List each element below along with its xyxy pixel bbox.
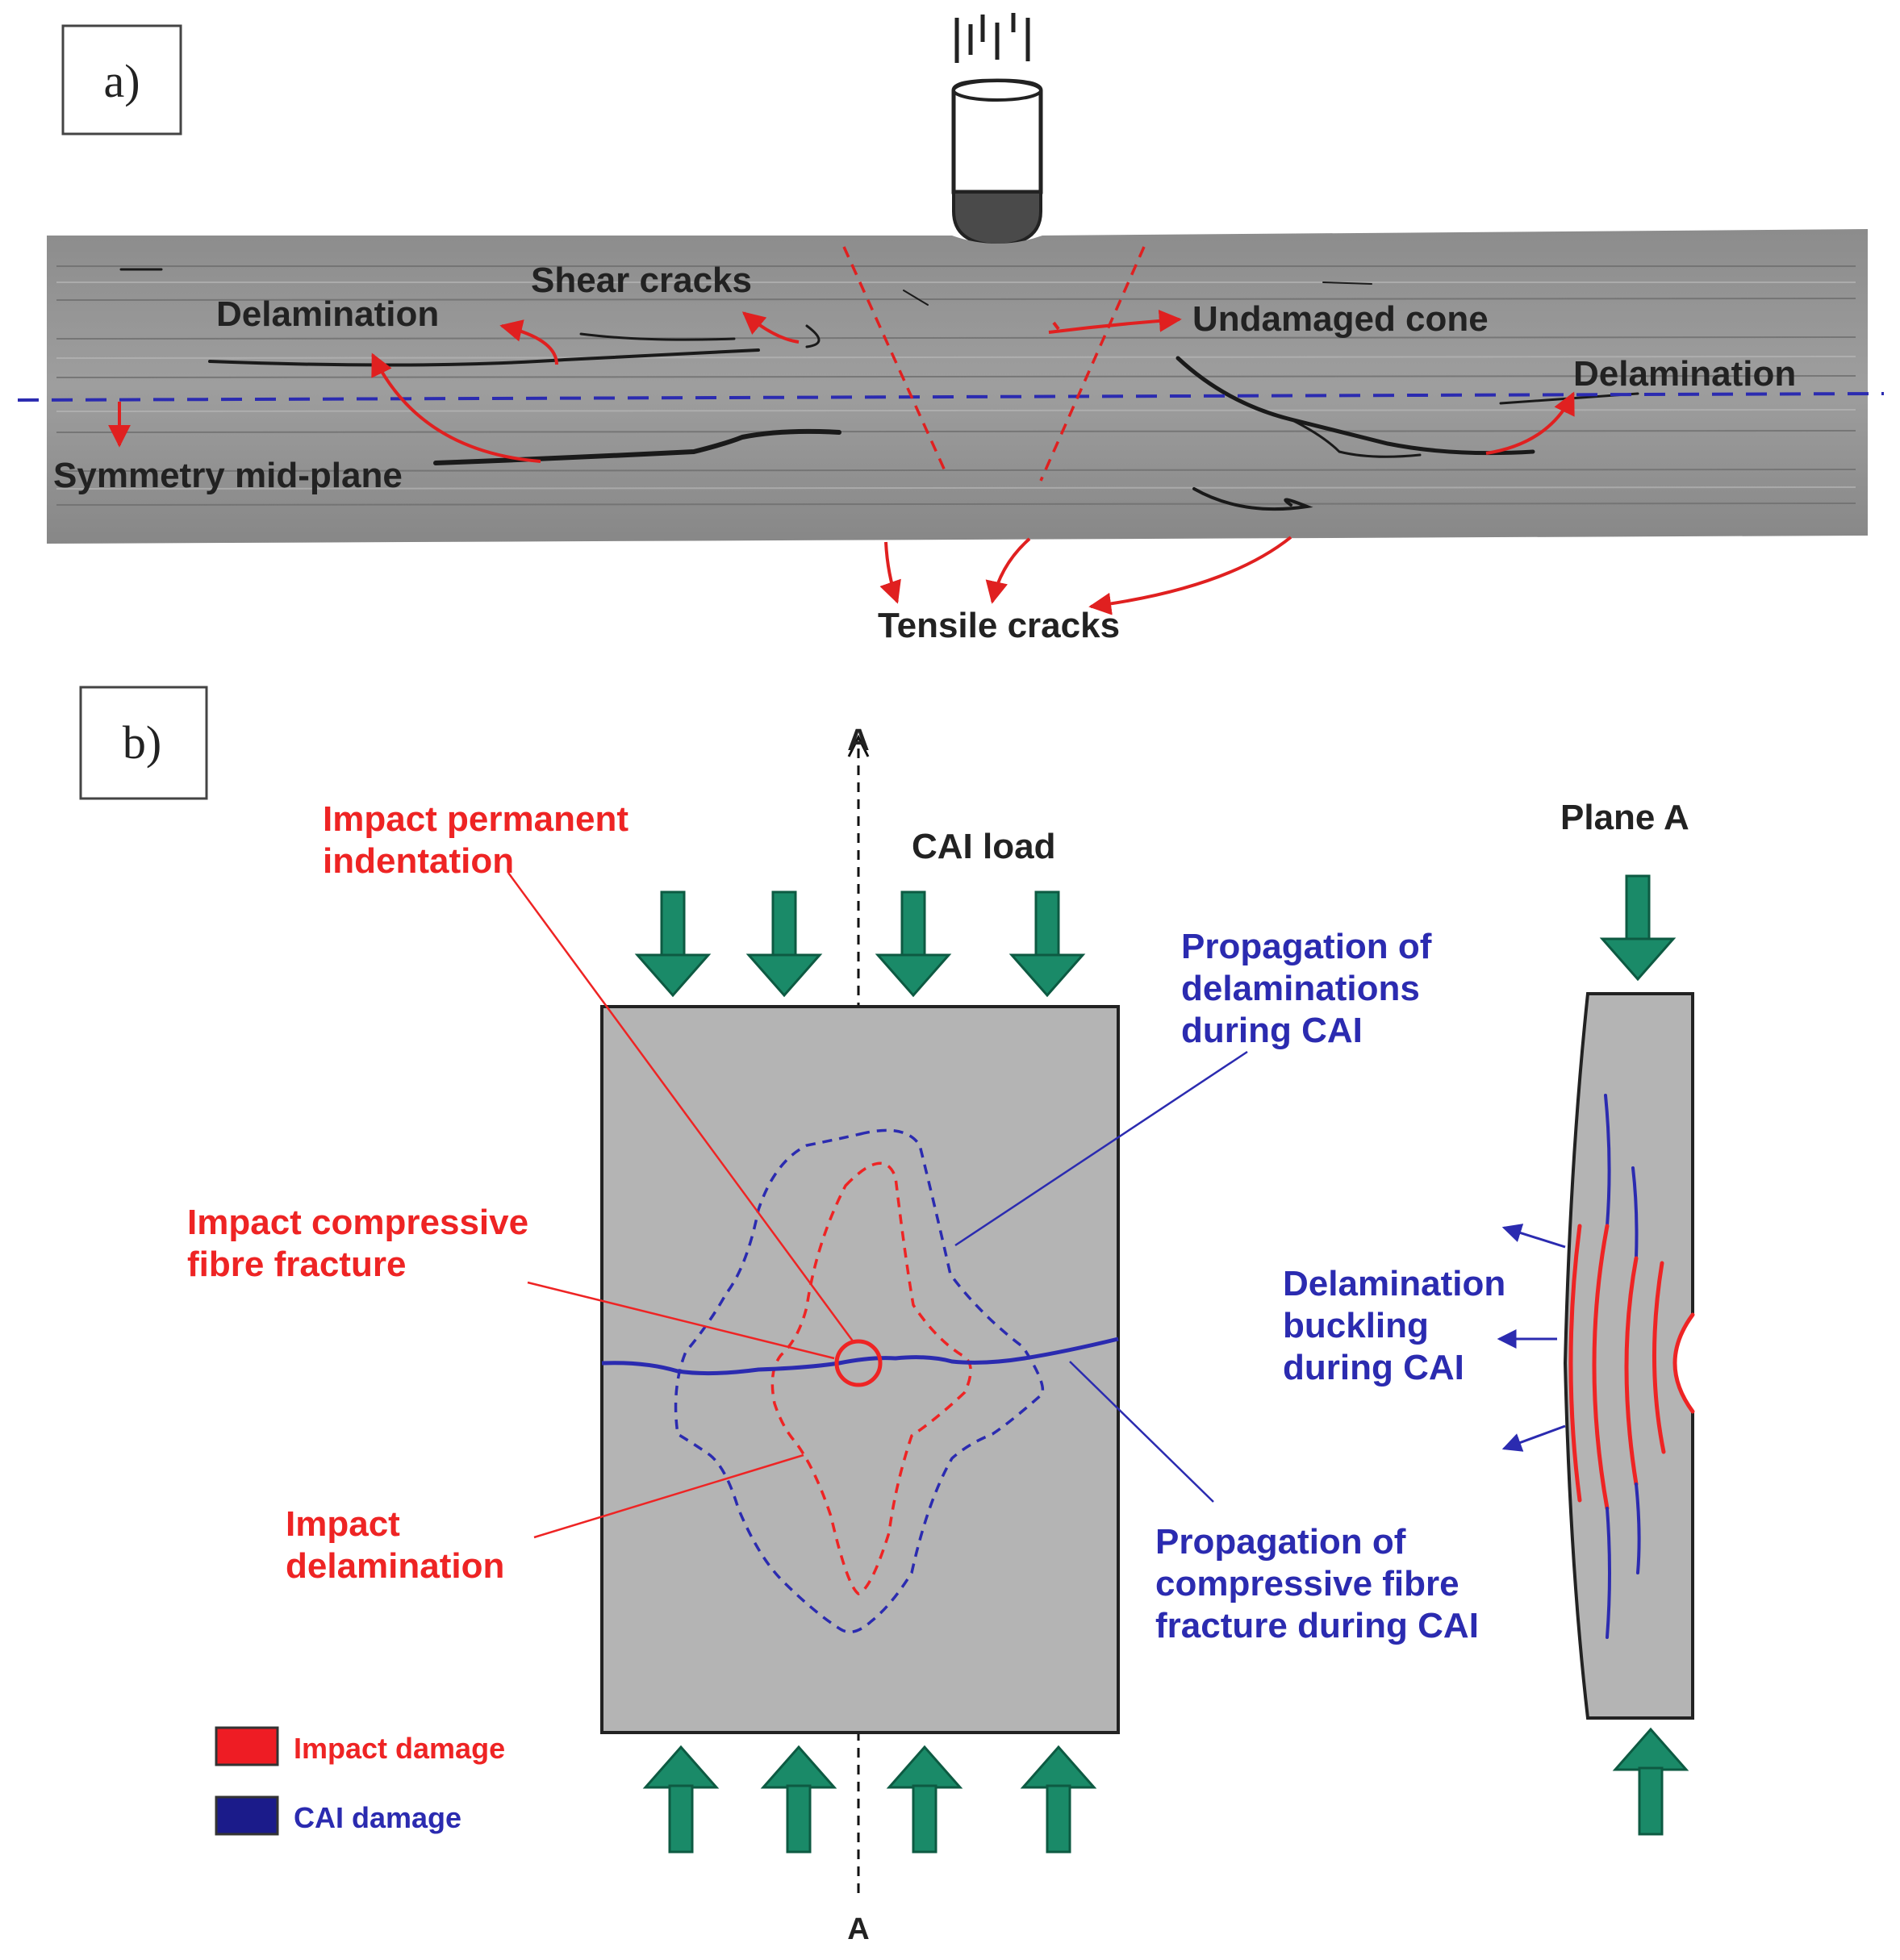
panel-a-arrows (108, 309, 1575, 615)
label-cai-load: CAI load (912, 827, 1055, 866)
label-propagation-delaminations-line2: delaminations (1181, 969, 1420, 1008)
label-tensile-cracks: Tensile cracks (878, 606, 1120, 645)
axis-label-top: A (847, 724, 869, 757)
plane-a-delaminations (1568, 1094, 1695, 1639)
micrograph (17, 229, 1885, 544)
plane-a-load-arrow-bottom (1614, 1728, 1688, 1836)
label-propagation-delaminations: Propagation of delaminations during CAI (1181, 927, 1432, 1050)
label-delamination-buckling: Delamination buckling during CAI (1283, 1264, 1505, 1387)
legend-label-cai: CAI damage (294, 1801, 461, 1834)
label-impact-compressive-fibre-fracture: Impact compressive fibre fracture (187, 1203, 528, 1284)
label-impact-compressive-fibre-fracture-line1: Impact compressive (187, 1203, 528, 1242)
label-delamination-buckling-line3: during CAI (1283, 1348, 1464, 1387)
plate (600, 1005, 1120, 1734)
plane-a-load-arrow-top (1601, 874, 1675, 981)
label-delamination-buckling-line2: buckling (1283, 1306, 1429, 1345)
label-impact-permanent-indentation-line2: indentation (323, 841, 514, 881)
leader-lines (507, 872, 1248, 1539)
label-propagation-fibre-fracture-line1: Propagation of (1155, 1522, 1406, 1562)
cai-fibre-fracture-line (601, 1337, 1119, 1376)
label-propagation-delaminations-line1: Propagation of (1181, 927, 1432, 966)
legend-label-impact: Impact damage (294, 1732, 505, 1765)
label-propagation-fibre-fracture: Propagation of compressive fibre fractur… (1155, 1522, 1479, 1645)
axis-label-bottom: A (847, 1912, 869, 1946)
impact-delamination-outline (770, 1161, 972, 1595)
cai-delamination-envelope (674, 1128, 1045, 1634)
cai-load-arrows-bottom (644, 1745, 1096, 1854)
label-impact-delamination: Impact delamination (286, 1504, 504, 1586)
label-symmetry-mid-plane: Symmetry mid-plane (53, 456, 403, 495)
panel-a-label-box (61, 24, 182, 136)
label-plane-a: Plane A (1560, 798, 1689, 837)
label-impact-compressive-fibre-fracture-line2: fibre fracture (187, 1245, 406, 1284)
label-impact-delamination-line1: Impact (286, 1504, 400, 1544)
legend-swatch-impact (215, 1726, 279, 1766)
plane-a-buckling-arrows (1497, 1224, 1566, 1452)
panel-b: b) A A CAI load (79, 686, 1695, 1946)
label-impact-delamination-line2: delamination (286, 1546, 504, 1586)
symmetry-plane-line (17, 392, 1885, 402)
label-undamaged-cone: Undamaged cone (1192, 299, 1489, 339)
label-delamination-left: Delamination (216, 294, 439, 334)
label-propagation-fibre-fracture-line3: fracture during CAI (1155, 1606, 1479, 1645)
impact-indentation-circle (834, 1339, 883, 1387)
legend-swatch-cai (215, 1795, 279, 1836)
panel-a: a) (17, 13, 1885, 645)
panel-a-label: a) (103, 55, 140, 107)
label-impact-permanent-indentation: Impact permanent indentation (323, 799, 628, 881)
panel-b-label: b) (123, 716, 161, 769)
label-delamination-buckling-line1: Delamination (1283, 1264, 1505, 1303)
label-propagation-delaminations-line3: during CAI (1181, 1011, 1363, 1050)
label-shear-cracks: Shear cracks (531, 261, 752, 300)
cai-load-arrows-top (636, 890, 1084, 997)
label-delamination-right: Delamination (1573, 354, 1796, 394)
legend: Impact damage CAI damage (215, 1726, 505, 1836)
panel-b-label-box (79, 686, 208, 800)
undamaged-cone-lines (842, 246, 1146, 482)
axis-top-arrowhead (847, 734, 870, 757)
impactor (951, 13, 1043, 248)
label-propagation-fibre-fracture-line2: compressive fibre (1155, 1564, 1459, 1603)
label-impact-permanent-indentation-line1: Impact permanent (323, 799, 628, 839)
